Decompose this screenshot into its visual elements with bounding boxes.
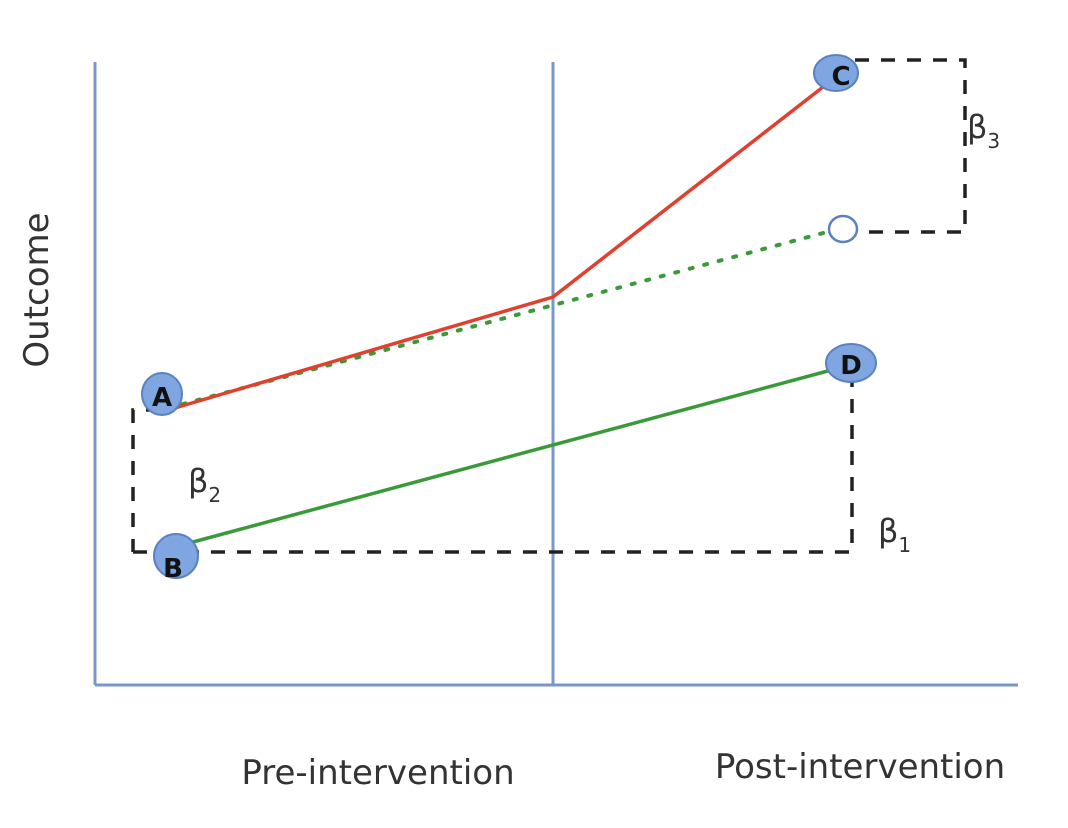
point-b-marker	[153, 533, 199, 579]
point-c-label: C	[831, 62, 850, 92]
counterfactual-marker	[827, 214, 859, 244]
point-b-label: B	[163, 554, 183, 584]
x-pre-label: Pre-intervention	[241, 753, 514, 793]
y-axis-label: Outcome	[17, 212, 57, 367]
x-post-label: Post-intervention	[715, 747, 1005, 787]
point-d-label: D	[840, 351, 862, 381]
control-line	[177, 363, 851, 548]
point-d-marker	[825, 343, 877, 383]
counterfactual-line	[166, 226, 844, 410]
beta3-label: β3	[967, 108, 1000, 153]
treatment-line	[167, 78, 834, 412]
point-c-marker	[813, 54, 859, 92]
beta3-bracket	[855, 58, 967, 234]
point-a-marker	[141, 372, 183, 416]
beta2-label: β2	[188, 462, 221, 507]
beta1-bracket	[133, 370, 854, 554]
beta2-bracket	[131, 408, 160, 552]
beta1-label: β1	[878, 512, 911, 557]
point-a-label: A	[152, 383, 172, 413]
